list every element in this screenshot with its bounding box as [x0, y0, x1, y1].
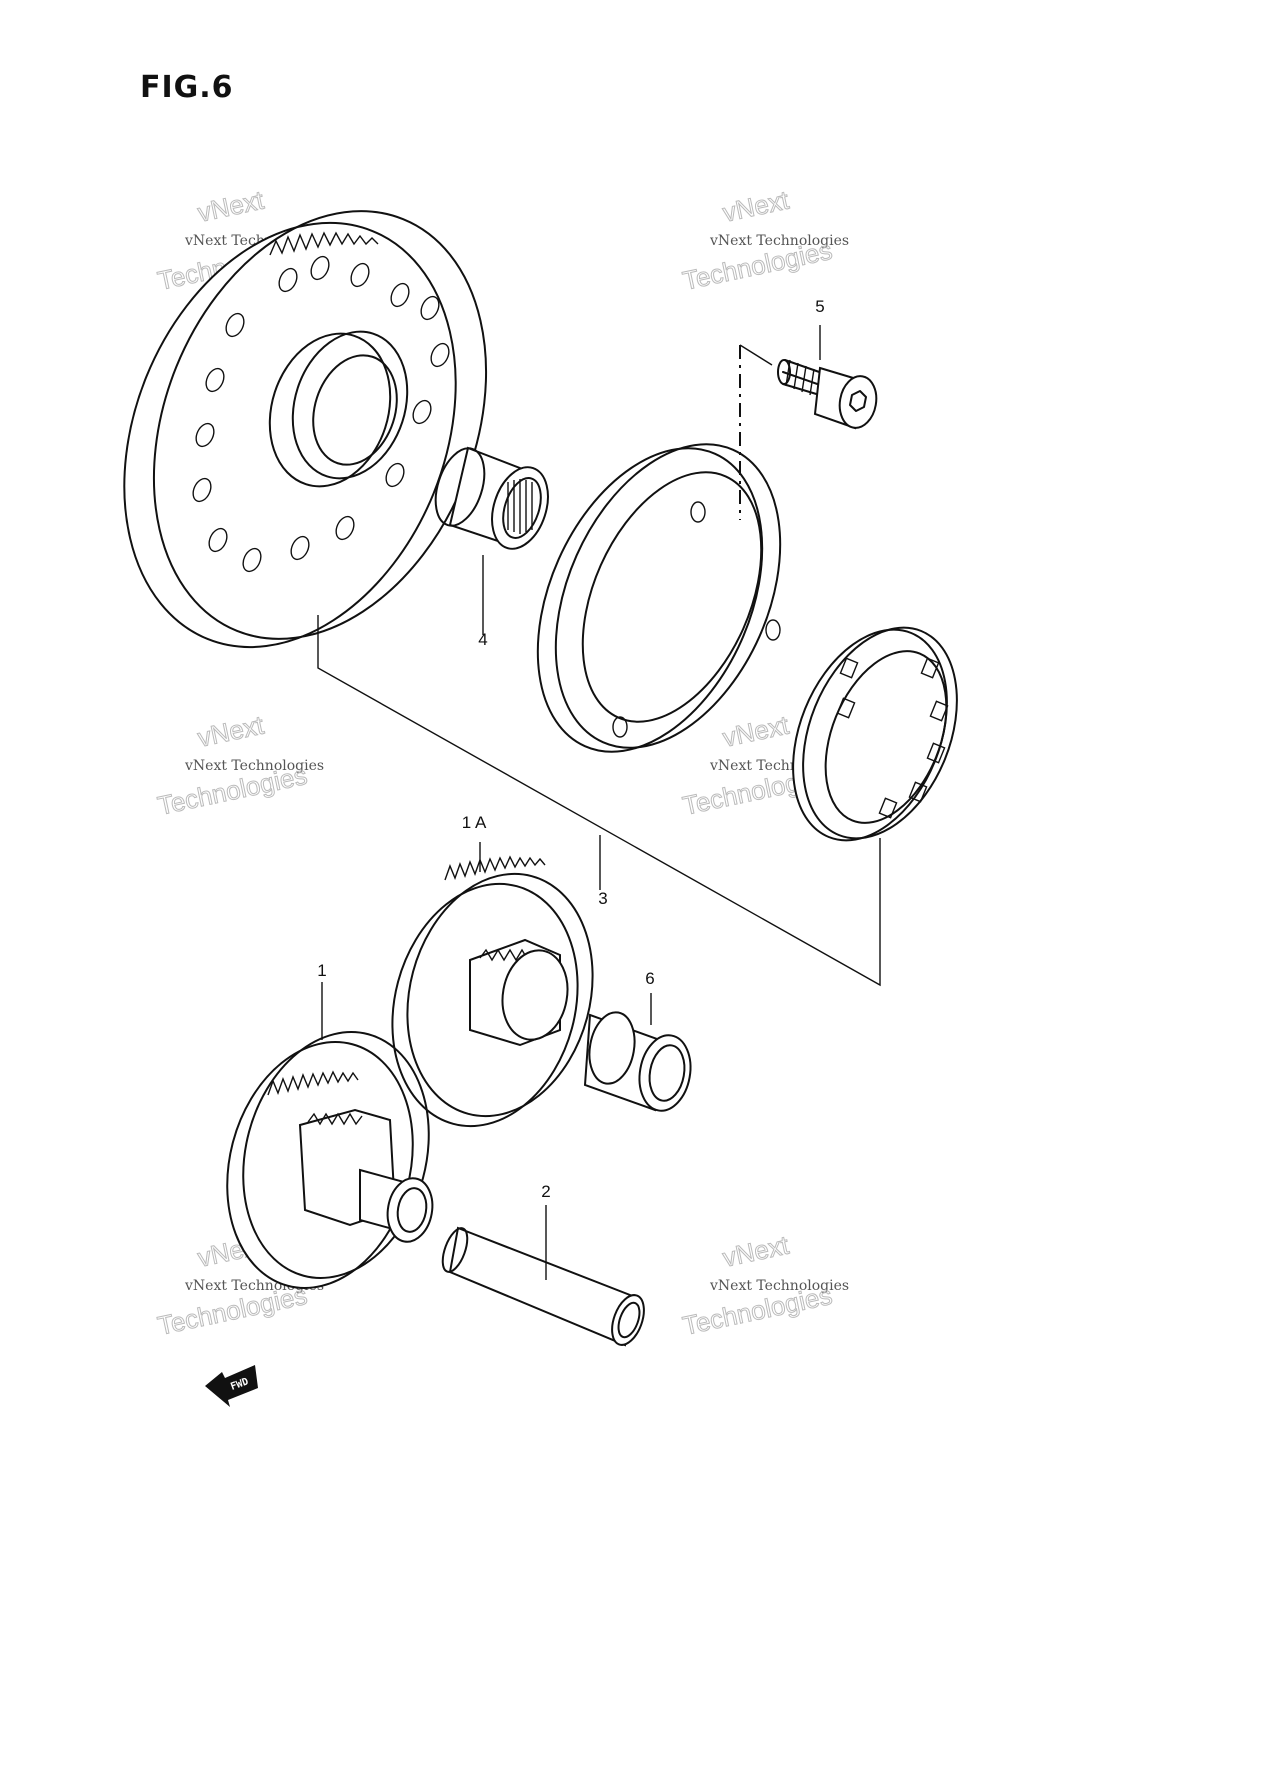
callout-2: 2: [541, 1182, 550, 1201]
starter-clutch-gear: [123, 210, 488, 649]
figure-title: FIG.6: [140, 70, 234, 105]
svg-text:vNext Technologies: vNext Technologies: [709, 1278, 849, 1294]
callout-5: 5: [815, 297, 824, 316]
callout-6: 6: [645, 969, 654, 988]
watermark-mid-left: vNext Technologies vNext Technologies: [155, 709, 325, 821]
assembly-leader-lines: [317, 325, 881, 1280]
svg-text:vNext: vNext: [720, 1230, 792, 1273]
idle-gear-1: [226, 1031, 434, 1289]
one-way-clutch-housing: [536, 443, 782, 753]
svg-text:vNext Technologies: vNext Technologies: [709, 233, 849, 249]
idle-shaft: [441, 1226, 645, 1347]
callout-4: 4: [478, 630, 487, 649]
callout-1a: 1 A: [462, 813, 487, 832]
svg-text:vNext: vNext: [195, 710, 267, 753]
idle-gear-1a: [391, 855, 594, 1128]
gear-bolt-holes: [192, 255, 450, 573]
callout-3: 3: [598, 889, 607, 908]
forward-arrow-icon: FWD: [205, 1365, 258, 1407]
socket-bolt: [777, 359, 878, 430]
svg-text:vNext Technologies: vNext Technologies: [184, 758, 324, 774]
watermark-bottom-right: vNext Technologies vNext Technologies: [680, 1229, 850, 1341]
svg-text:vNext: vNext: [195, 185, 267, 228]
svg-text:vNext: vNext: [720, 710, 792, 753]
callout-1: 1: [317, 961, 326, 980]
one-way-clutch-cage: [792, 626, 958, 842]
svg-text:vNext: vNext: [720, 185, 792, 228]
bushing: [583, 1011, 692, 1112]
watermark-top-right: vNext Technologies vNext Technologies: [680, 184, 850, 296]
needle-bearing: [434, 446, 549, 550]
